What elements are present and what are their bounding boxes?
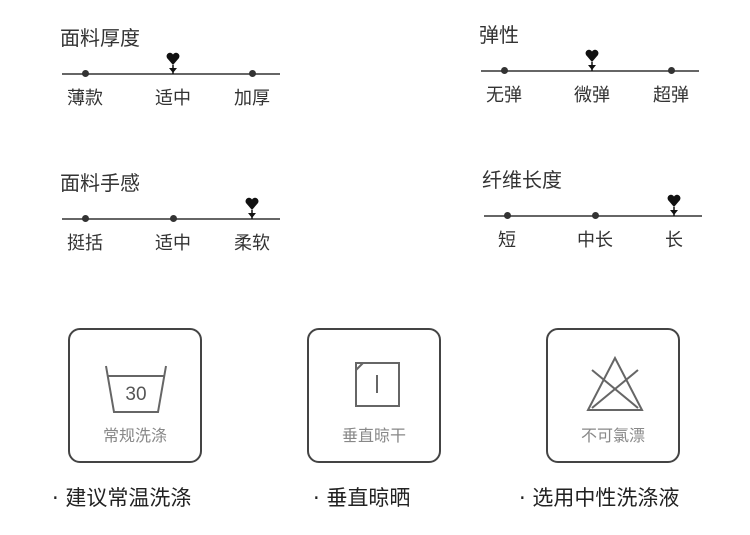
scale-option: 中长: [577, 230, 613, 251]
scale-option: 薄款: [67, 88, 103, 109]
scale-dot: [81, 215, 89, 222]
scale-dot: [503, 212, 511, 219]
wash-temp: 30: [125, 384, 146, 405]
care-box-wash: 30 常规洗涤: [68, 328, 202, 463]
scale-option: 适中: [155, 88, 191, 109]
care-box-bleach: 不可氯漂: [546, 328, 680, 463]
scale-fabric-thickness: 面料厚度薄款 适中 加厚: [60, 22, 280, 122]
no-bleach-icon: [586, 355, 644, 411]
scale-dot: [667, 67, 675, 74]
scale-fiber-length: 纤维长度短 中长 长: [482, 164, 702, 264]
scale-option: 长: [665, 230, 683, 251]
scale-title: 纤维长度: [482, 168, 562, 192]
scale-track: [62, 73, 280, 75]
scale-dot: [248, 70, 256, 77]
heart-marker-icon: [667, 194, 681, 216]
scale-option: 适中: [155, 233, 191, 254]
scale-dot: [500, 67, 508, 74]
scale-option: 短: [498, 230, 516, 251]
scale-option: 加厚: [234, 88, 270, 109]
scale-dot: [81, 70, 89, 77]
care-label: 不可氯漂: [580, 426, 645, 445]
scale-dot: [591, 212, 599, 219]
care-caption: · 建议常温洗涤: [52, 486, 192, 510]
heart-marker-icon: [166, 52, 180, 74]
scale-title: 面料手感: [60, 171, 140, 195]
drip-dry-icon: [355, 362, 400, 407]
scale-elasticity: 弹性无弹 微弹 超弹: [479, 19, 699, 119]
wash-30-icon: 30: [105, 365, 167, 413]
scale-title: 弹性: [479, 23, 519, 47]
scale-dot: [169, 215, 177, 222]
scale-fabric-feel: 面料手感挺括 适中 柔软: [60, 167, 280, 267]
care-caption: · 选用中性洗涤液: [519, 486, 680, 510]
heart-marker-icon: [245, 197, 259, 219]
care-box-dry: 垂直晾干: [307, 328, 441, 463]
care-label: 常规洗涤: [102, 426, 167, 445]
scale-option: 超弹: [653, 85, 689, 106]
care-caption: · 垂直晾晒: [313, 486, 411, 510]
scale-track: [481, 70, 699, 72]
scale-option: 微弹: [574, 85, 610, 106]
scale-option: 柔软: [234, 233, 270, 254]
care-label: 垂直晾干: [341, 426, 406, 445]
scale-option: 挺括: [67, 233, 103, 254]
scale-title: 面料厚度: [60, 26, 140, 50]
scale-option: 无弹: [486, 85, 522, 106]
heart-marker-icon: [585, 49, 599, 71]
